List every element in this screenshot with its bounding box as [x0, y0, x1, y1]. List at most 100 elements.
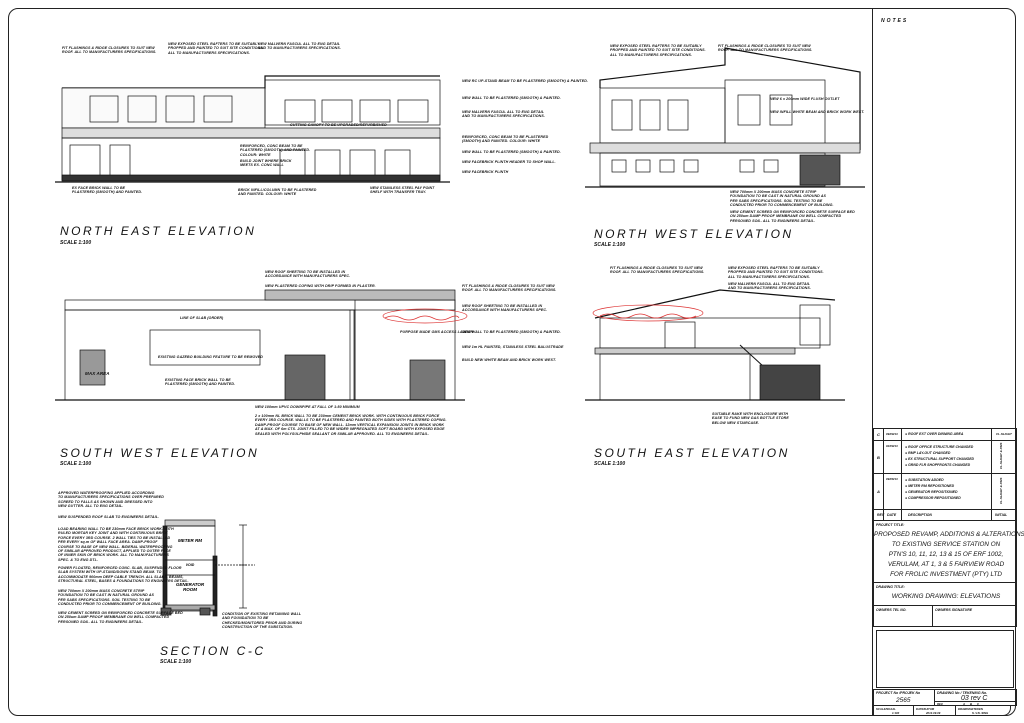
revision-date: 09/09/13 — [886, 432, 898, 436]
view-scale-north-east: SCALE 1:100 — [60, 240, 92, 246]
owners-tel-box: OWNERS TEL NO. — [873, 605, 933, 627]
annotation: PURPOSE MADE GMS ACCESS LADDER — [400, 330, 474, 334]
annotation: NEW ROOF SHEETING TO BE INSTALLED IN ACC… — [462, 304, 548, 313]
rev-label: REV. — [937, 702, 944, 706]
annotation: FIT FLASHINGS & RIDGE CLOSURES TO SUIT N… — [462, 284, 557, 293]
date-value: 2013-09-09 — [926, 711, 941, 715]
title-block: NOTES C 09/09/13 ● ROOF EXT OVER DINNING… — [872, 8, 1024, 716]
project-title-label: PROJECT TITLE: — [876, 523, 905, 527]
annotation: APPROVED WATERPROOFING APPLIED ACCORDING… — [58, 491, 164, 509]
annotation: REINFORCED, CONC BEAM TO BE PLASTERED (S… — [462, 135, 549, 144]
annotation: CUTTING CANOPY TO BE UPGRADED/REFURBISHE… — [290, 123, 387, 127]
date-label: DATE/DATUM — [916, 707, 935, 711]
annotation: NEW INFILL WHITE BEAM AND BRICK WORK WES… — [770, 110, 865, 114]
project-no-label: PROJECT No /PROJEK No — [876, 691, 921, 695]
drawing-no-label: DRAWING No / TEKENING No. — [937, 691, 988, 695]
revision-date: 09/08/13 — [886, 477, 898, 481]
annotation: EX FACE BRICK WALL TO BE PLASTERED (SMOO… — [72, 186, 143, 195]
south-west-elevation — [55, 289, 468, 401]
annotation: NEW MALVERN FASCIA. ALL TO ENG DETAIL AN… — [258, 42, 341, 51]
revision-initial: CL.SLIGHT & DMS — [999, 442, 1003, 469]
stamp-box — [876, 630, 1014, 688]
revision-header-rev: REV — [877, 513, 885, 517]
owners-tel-label: OWNERS TEL NO. — [876, 608, 907, 612]
scale-label: SCALE/SKAAL — [876, 707, 896, 711]
annotation: LINE OF SLAB (ORDER) — [180, 316, 224, 320]
drawn-value: S. V.N. SING — [972, 711, 989, 715]
room-label-generator-room: GENERATOR ROOM — [175, 582, 205, 592]
revision-initial: CL.SLIGHT & DMS — [999, 477, 1003, 504]
elevation-drawings — [55, 47, 865, 617]
revision-header-description: DESCRIPTION — [908, 513, 932, 517]
annotation: NEW CEMENT SCREED ON REINFORCED CONCRETE… — [730, 210, 855, 223]
annotation: FIT FLASHINGS & RIDGE CLOSURES TO SUIT N… — [718, 44, 813, 53]
view-title-north-east: NORTH EAST ELEVATION — [60, 224, 257, 238]
annotation: NEW PLASTERED COPING WITH DRIP FORMED IN… — [265, 284, 376, 288]
view-scale-section-c-c: SCALE 1:100 — [160, 659, 192, 665]
scale-value: 1:100 — [892, 711, 900, 715]
annotation: BUILD JOINT WHERE BRICK MEETS EX. CONC W… — [240, 159, 292, 168]
revision-initial: CL.SLIGHT — [996, 432, 1012, 436]
annotation: NEW SUSPENDED ROOF SLAB TO ENGINEERS DET… — [58, 515, 160, 519]
drawing-title-box: DRAWING TITLE: WORKING DRAWING: ELEVATIO… — [873, 582, 1017, 606]
project-title: PROPOSED REVAMP, ADDITIONS & ALTERATIONS… — [874, 531, 1024, 578]
annotation: 2 x 100mm NL BRICK WALL TO BE 230mm CEME… — [255, 414, 447, 436]
revision-header-date: DATE — [887, 513, 897, 517]
revision-description: ● ROOF EXT OVER DINNING AREA — [905, 432, 964, 436]
revision-rev: A — [877, 489, 880, 494]
view-title-south-west: SOUTH WEST ELEVATION — [60, 446, 260, 460]
annotation: BUILD NEW WHITE BEAM AND BRICK WORK WEST… — [462, 358, 557, 362]
annotation: NEW ROOF SHEETING TO BE INSTALLED IN ACC… — [265, 270, 351, 279]
drawn-box: DRAWN/GETEKEN S. V.N. SING — [955, 705, 1011, 716]
annotation: POWER FLOATED, REINFORCED CONC. SLAB, SU… — [58, 566, 189, 584]
section-c-c — [160, 519, 255, 617]
project-no-box: PROJECT No /PROJEK No 2565 — [873, 689, 935, 706]
annotation: CONDITION OF EXISTING RETAINING WALL AND… — [222, 612, 303, 630]
annotation: BRICK INFILL/COLUMN TO BE PLASTERED AND … — [238, 188, 317, 197]
annotation: NEW WALL TO BE PLASTERED (SMOOTH) & PAIN… — [462, 96, 561, 100]
rev-box: A — [963, 702, 966, 706]
date-box: DATE/DATUM 2013-09-09 — [913, 705, 956, 716]
view-title-section-c-c: SECTION C-C — [160, 644, 266, 658]
view-scale-south-west: SCALE 1:100 — [60, 461, 92, 467]
view-title-north-west: NORTH WEST ELEVATION — [594, 227, 794, 241]
annotation: NEW CEMENT SCREED ON REINFORCED CONCRETE… — [58, 611, 183, 624]
annotation: NEW EXPOSED STEEL RAFTERS TO BE SUITABLY… — [728, 266, 824, 279]
north-west-elevation — [585, 47, 865, 188]
room-label-void: VOID — [185, 563, 195, 567]
annotation: NEW FACEBRICK PLINTH HEADER TO SHOP WALL… — [462, 160, 556, 164]
view-title-south-east: SOUTH EAST ELEVATION — [594, 446, 790, 460]
annotation: NEW EXPOSED STEEL RAFTERS TO BE SUITABLY… — [168, 42, 264, 55]
revision-description: ● ROOF OFFICE STRUCTURE CHANGED ● RMP LA… — [905, 445, 975, 467]
scale-box: SCALE/SKAAL 1:100 — [873, 705, 914, 716]
annotation: NEW EXPOSED STEEL RAFTERS TO BE SUITABLY… — [610, 44, 706, 57]
annotation: NEW STAINLESS STEEL PAY POINT SHELF WITH… — [370, 186, 435, 195]
annotation: NEW 1m HL PAINTED, STAINLESS STEEL BALUS… — [462, 345, 564, 349]
project-no: 2565 — [896, 697, 911, 704]
room-label-meter-rm: METER RM — [178, 538, 202, 543]
annotation: SUITABLE RAKE WITH ENCLOSURE WITH EASE T… — [712, 412, 789, 425]
annotation: NEW 100mm UPVC DOWNPIPE AT FALL OF 1:80 … — [255, 405, 360, 409]
rev-box: C — [977, 702, 980, 706]
drawing-title: WORKING DRAWING: ELEVATIONS — [891, 593, 1001, 600]
rev-box: B — [970, 702, 973, 706]
revision-description: ● SUBSTATION ADDED ● METER RM REPOSITION… — [905, 478, 961, 500]
annotation: EXISTING GAZEBO BUILDING FEATURE TO BE R… — [158, 355, 263, 359]
annotation: FIT FLASHINGS & RIDGE CLOSURES TO SUIT N… — [610, 266, 705, 275]
owners-signature-box: OWNERS SIGNATURE — [932, 605, 1017, 627]
annotation: LOAD BEARING WALL TO BE 230mm FACE BRICK… — [58, 527, 174, 562]
annotation: EXISTING FACE BRICK WALL TO BE PLASTERED… — [165, 378, 236, 387]
annotation: REINFORCED, CONC BEAM TO BE PLASTERED (S… — [240, 144, 311, 157]
annotation: NEW FACEBRICK PLINTH — [462, 170, 509, 174]
sheet-border — [8, 8, 1016, 716]
drawn-label: DRAWN/GETEKEN — [958, 707, 983, 711]
annotation: MAX AREA — [85, 371, 110, 376]
annotation: NEW MALVERN FASCIA. ALL TO ENG DETAIL AN… — [728, 282, 811, 291]
project-title-box: PROJECT TITLE: PROPOSED REVAMP, ADDITION… — [873, 520, 1024, 583]
drawing-title-label: DRAWING TITLE: — [876, 585, 905, 589]
revision-header-initial: INITIAL — [995, 513, 1008, 517]
annotation: NEW WALL TO BE PLASTERED (SMOOTH) & PAIN… — [462, 330, 561, 334]
revision-row: A 09/08/13 ● SUBSTATION ADDED ● METER RM… — [873, 473, 1017, 510]
annotation: NEW MALVERN FASCIA. ALL TO ENG DETAIL AN… — [462, 110, 545, 119]
